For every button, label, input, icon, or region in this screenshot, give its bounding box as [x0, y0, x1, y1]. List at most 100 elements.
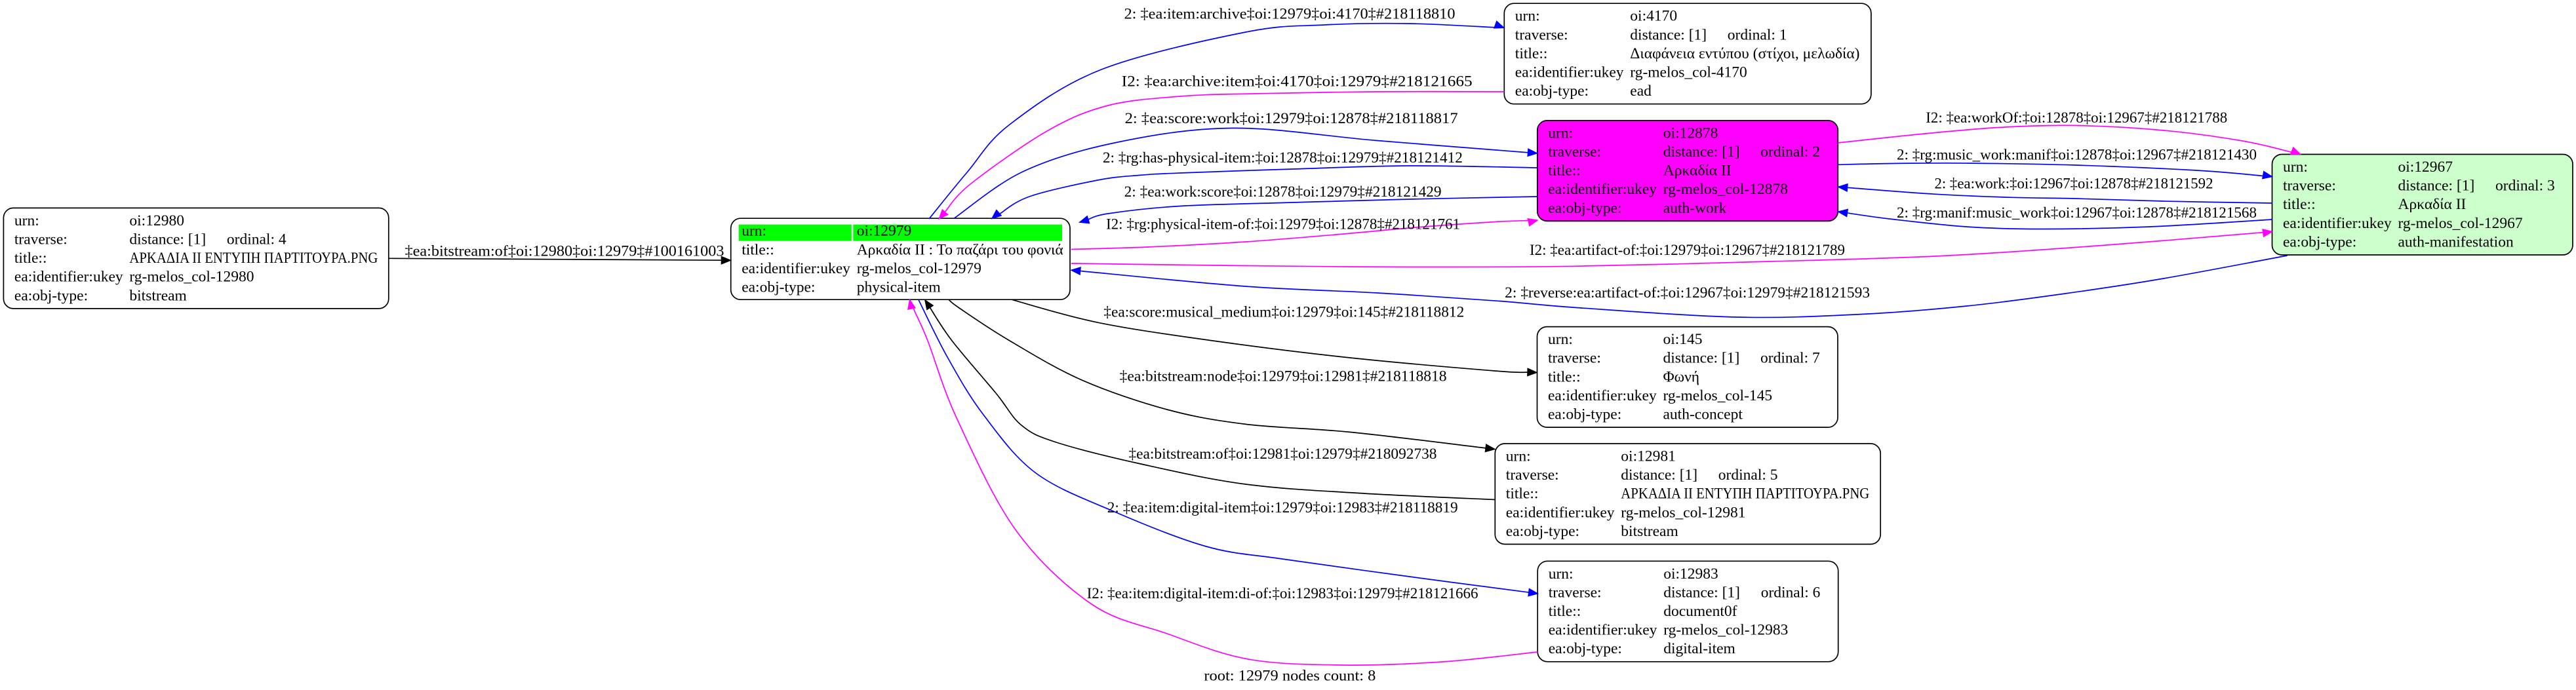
- svg-text:ea:identifier:ukey: ea:identifier:ukey: [1549, 622, 1657, 639]
- svg-text:digital-item: digital-item: [1663, 640, 1735, 657]
- svg-text:root: 12979 nodes count: 8: root: 12979 nodes count: 8: [1204, 667, 1376, 684]
- svg-text:ea:obj-type:: ea:obj-type:: [1506, 523, 1579, 540]
- svg-text:oi:12980: oi:12980: [129, 212, 184, 229]
- svg-text:distance: [1]: distance: [1]: [2398, 178, 2475, 195]
- svg-text:rg-melos_col-4170: rg-melos_col-4170: [1630, 64, 1747, 81]
- svg-text:I2: ‡ea:item:digital-item:di-o: I2: ‡ea:item:digital-item:di-of:‡oi:1298…: [1087, 585, 1478, 602]
- svg-text:oi:12983: oi:12983: [1663, 565, 1718, 583]
- svg-text:2: ‡ea:item:archive‡oi:12979‡o: 2: ‡ea:item:archive‡oi:12979‡oi:4170‡#21…: [1124, 5, 1456, 22]
- svg-text:2: ‡rg:music_work:manif‡oi:128: 2: ‡rg:music_work:manif‡oi:12878‡oi:1296…: [1897, 146, 2257, 163]
- svg-text:rg-melos_col-12878: rg-melos_col-12878: [1663, 181, 1788, 198]
- svg-text:Αρκαδία ΙΙ: Αρκαδία ΙΙ: [2398, 196, 2467, 213]
- svg-text:distance: [1]: distance: [1]: [129, 231, 206, 248]
- svg-text:title::: title::: [1548, 163, 1581, 180]
- svg-text:I2: ‡ea:artifact-of:‡oi:12979‡: I2: ‡ea:artifact-of:‡oi:12979‡oi:12967‡#…: [1530, 242, 1845, 259]
- svg-text:oi:12878: oi:12878: [1663, 125, 1718, 142]
- svg-text:ea:obj-type:: ea:obj-type:: [742, 279, 815, 296]
- svg-text:distance: [1]: distance: [1]: [1663, 350, 1740, 367]
- svg-text:2: ‡reverse:ea:artifact-of:‡oi: 2: ‡reverse:ea:artifact-of:‡oi:12967‡oi:…: [1505, 284, 1870, 301]
- svg-text:title::: title::: [742, 241, 774, 258]
- svg-text:ΑΡΚΑΔΙΑ ΙΙ ΕΝΤΥΠΗ ΠΑΡΤΙΤΟΥΡΑ.P: ΑΡΚΑΔΙΑ ΙΙ ΕΝΤΥΠΗ ΠΑΡΤΙΤΟΥΡΑ.PNG: [129, 250, 378, 267]
- svg-text:ea:identifier:ukey: ea:identifier:ukey: [1506, 504, 1615, 521]
- svg-text:I2: ‡ea:archive:item‡oi:4170‡o: I2: ‡ea:archive:item‡oi:4170‡oi:12979‡#2…: [1122, 73, 1473, 90]
- svg-text:rg-melos_col-12967: rg-melos_col-12967: [2398, 215, 2523, 232]
- svg-text:oi:12967: oi:12967: [2398, 159, 2453, 176]
- svg-text:traverse:: traverse:: [1548, 144, 1601, 161]
- svg-text:physical-item: physical-item: [857, 279, 941, 296]
- svg-text:urn:: urn:: [1549, 565, 1574, 583]
- svg-text:rg-melos_col-12979: rg-melos_col-12979: [857, 260, 981, 277]
- svg-text:2: ‡ea:work:score‡oi:12878‡oi:: 2: ‡ea:work:score‡oi:12878‡oi:12979‡#218…: [1124, 183, 1442, 201]
- svg-text:ead: ead: [1630, 83, 1652, 100]
- svg-text:2: ‡rg:manif:music_work‡oi:129: 2: ‡rg:manif:music_work‡oi:12967‡oi:1287…: [1897, 204, 2257, 221]
- svg-text:ea:obj-type:: ea:obj-type:: [1515, 83, 1589, 100]
- svg-text:oi:12981: oi:12981: [1621, 448, 1676, 465]
- svg-text:2: ‡ea:item:digital-item‡oi:12: 2: ‡ea:item:digital-item‡oi:12979‡oi:129…: [1107, 499, 1458, 516]
- svg-text:2: ‡ea:score:work‡oi:12979‡oi:: 2: ‡ea:score:work‡oi:12979‡oi:12878‡#218…: [1125, 110, 1458, 127]
- svg-text:traverse:: traverse:: [1515, 26, 1568, 43]
- svg-text:Διαφάνεια εντύπου (στίχοι, μελ: Διαφάνεια εντύπου (στίχοι, μελωδία): [1630, 45, 1859, 62]
- svg-text:oi:12979: oi:12979: [857, 223, 912, 240]
- svg-text:bitstream: bitstream: [129, 287, 186, 304]
- svg-text:ordinal: 5: ordinal: 5: [1718, 467, 1778, 484]
- svg-text:ea:identifier:ukey: ea:identifier:ukey: [1515, 64, 1624, 81]
- svg-text:distance: [1]: distance: [1]: [1621, 467, 1697, 484]
- svg-text:Αρκαδία ΙΙ: Αρκαδία ΙΙ: [1663, 163, 1732, 180]
- svg-text:urn:: urn:: [14, 212, 39, 229]
- svg-text:ordinal: 7: ordinal: 7: [1760, 350, 1820, 367]
- svg-text:‡ea:score:musical_medium‡oi:12: ‡ea:score:musical_medium‡oi:12979‡oi:145…: [1103, 303, 1464, 320]
- svg-text:2: ‡ea:work:‡oi:12967‡oi:12878: 2: ‡ea:work:‡oi:12967‡oi:12878‡#21812159…: [1935, 176, 2213, 193]
- svg-text:ordinal: 6: ordinal: 6: [1761, 584, 1821, 601]
- svg-text:ea:obj-type:: ea:obj-type:: [14, 287, 88, 304]
- svg-text:Αρκαδία ΙΙ : Το παζάρι του φον: Αρκαδία ΙΙ : Το παζάρι του φονιά: [857, 241, 1063, 258]
- svg-text:ea:obj-type:: ea:obj-type:: [2283, 233, 2356, 250]
- svg-text:ea:obj-type:: ea:obj-type:: [1548, 200, 1621, 217]
- svg-text:ΑΡΚΑΔΙΑ ΙΙ ΕΝΤΥΠΗ ΠΑΡΤΙΤΟΥΡΑ.P: ΑΡΚΑΔΙΑ ΙΙ ΕΝΤΥΠΗ ΠΑΡΤΙΤΟΥΡΑ.PNG: [1621, 486, 1869, 503]
- svg-text:ea:identifier:ukey: ea:identifier:ukey: [14, 269, 123, 286]
- svg-text:title::: title::: [1506, 486, 1539, 503]
- svg-text:title::: title::: [1548, 368, 1581, 385]
- svg-text:rg-melos_col-12980: rg-melos_col-12980: [129, 269, 254, 286]
- svg-text:I2: ‡ea:workOf:‡oi:12878‡oi:12: I2: ‡ea:workOf:‡oi:12878‡oi:12967‡#21812…: [1926, 109, 2227, 126]
- svg-text:ordinal: 1: ordinal: 1: [1728, 26, 1787, 43]
- svg-text:document0f: document0f: [1663, 603, 1737, 620]
- svg-text:rg-melos_col-12983: rg-melos_col-12983: [1663, 622, 1788, 639]
- svg-text:‡ea:bitstream:of‡oi:12980‡oi:1: ‡ea:bitstream:of‡oi:12980‡oi:12979‡#1001…: [405, 243, 724, 260]
- svg-text:urn:: urn:: [1548, 331, 1573, 348]
- svg-text:ordinal: 2: ordinal: 2: [1760, 144, 1820, 161]
- svg-text:traverse:: traverse:: [1506, 467, 1559, 484]
- svg-text:ordinal: 3: ordinal: 3: [2495, 178, 2555, 195]
- svg-text:ea:obj-type:: ea:obj-type:: [1548, 406, 1621, 423]
- svg-text:ea:identifier:ukey: ea:identifier:ukey: [2283, 215, 2392, 232]
- svg-text:traverse:: traverse:: [1549, 584, 1602, 601]
- svg-text:oi:145: oi:145: [1663, 331, 1703, 348]
- svg-text:title::: title::: [1549, 603, 1581, 620]
- svg-text:bitstream: bitstream: [1621, 523, 1678, 540]
- svg-text:‡ea:bitstream:node‡oi:12979‡oi: ‡ea:bitstream:node‡oi:12979‡oi:12981‡#21…: [1120, 368, 1447, 385]
- svg-text:title::: title::: [2283, 196, 2316, 213]
- svg-text:ea:identifier:ukey: ea:identifier:ukey: [742, 260, 850, 277]
- svg-text:distance: [1]: distance: [1]: [1630, 26, 1707, 43]
- svg-text:urn:: urn:: [1548, 125, 1573, 142]
- svg-text:urn:: urn:: [2283, 159, 2308, 176]
- svg-text:distance: [1]: distance: [1]: [1663, 144, 1740, 161]
- svg-text:ea:obj-type:: ea:obj-type:: [1549, 640, 1622, 657]
- svg-text:traverse:: traverse:: [2283, 178, 2336, 195]
- svg-text:traverse:: traverse:: [1548, 350, 1601, 367]
- svg-text:distance: [1]: distance: [1]: [1663, 584, 1740, 601]
- svg-text:urn:: urn:: [742, 223, 766, 240]
- svg-text:urn:: urn:: [1515, 8, 1540, 25]
- svg-text:auth-concept: auth-concept: [1663, 406, 1743, 423]
- svg-text:ea:identifier:ukey: ea:identifier:ukey: [1548, 387, 1657, 404]
- svg-text:Φωνή: Φωνή: [1663, 368, 1700, 385]
- svg-text:urn:: urn:: [1506, 448, 1531, 465]
- svg-text:‡ea:bitstream:of‡oi:12981‡oi:1: ‡ea:bitstream:of‡oi:12981‡oi:12979‡#2180…: [1129, 446, 1437, 463]
- svg-text:ordinal: 4: ordinal: 4: [227, 231, 287, 248]
- svg-text:oi:4170: oi:4170: [1630, 8, 1677, 25]
- svg-text:ea:identifier:ukey: ea:identifier:ukey: [1548, 181, 1657, 198]
- svg-text:title::: title::: [14, 250, 47, 267]
- svg-text:traverse:: traverse:: [14, 231, 68, 248]
- svg-text:rg-melos_col-145: rg-melos_col-145: [1663, 387, 1773, 404]
- svg-text:auth-manifestation: auth-manifestation: [2398, 233, 2514, 250]
- svg-text:rg-melos_col-12981: rg-melos_col-12981: [1621, 504, 1745, 521]
